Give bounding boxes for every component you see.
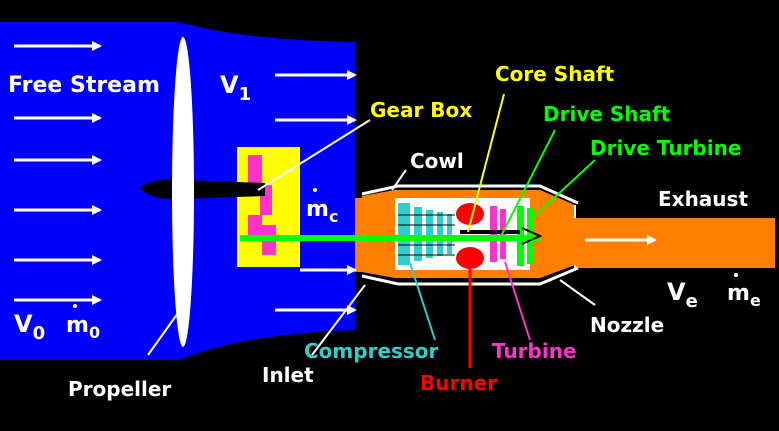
label-drive-turbine: Drive Turbine: [590, 136, 741, 160]
label-compressor: Compressor: [304, 339, 439, 363]
label-cowl: Cowl: [410, 149, 464, 173]
label-me: me: [727, 281, 761, 310]
label-inlet: Inlet: [262, 363, 314, 387]
label-drive-shaft: Drive Shaft: [543, 102, 671, 126]
label-ve: Ve: [667, 278, 698, 312]
burner-shape: [456, 203, 484, 269]
mc-dot: [313, 188, 317, 192]
label-mc: mc: [306, 197, 338, 226]
label-nozzle: Nozzle: [590, 313, 664, 337]
label-gear-box: Gear Box: [370, 98, 472, 122]
label-m0: m0: [66, 313, 100, 342]
leader-drive-shaft: [499, 129, 556, 239]
exhaust-plume: [575, 218, 775, 268]
propeller-blade: [172, 37, 194, 347]
compressor-stages: [398, 203, 452, 265]
propeller-hub: [140, 179, 265, 200]
label-exhaust: Exhaust: [658, 187, 748, 211]
core-shaft-tip: [521, 227, 543, 245]
v1-arrows: [275, 70, 357, 315]
compressor-blade-lines: [398, 214, 455, 256]
label-core-shaft: Core Shaft: [495, 62, 615, 86]
free-stream-arrows: [14, 41, 102, 305]
label-propeller: Propeller: [68, 377, 171, 401]
label-v1: V1: [220, 71, 251, 105]
label-turbine: Turbine: [492, 339, 577, 363]
leader-drive-turbine: [527, 159, 596, 223]
label-v0: V0: [14, 310, 45, 344]
leader-lines-white: [147, 119, 596, 356]
m0-dot: [73, 304, 77, 308]
label-burner: Burner: [420, 371, 497, 395]
label-free-stream: Free Stream: [8, 73, 160, 98]
leader-compressor: [409, 262, 436, 341]
leader-core-shaft: [467, 93, 505, 233]
me-dot: [734, 273, 738, 277]
leader-turbine: [504, 261, 531, 341]
